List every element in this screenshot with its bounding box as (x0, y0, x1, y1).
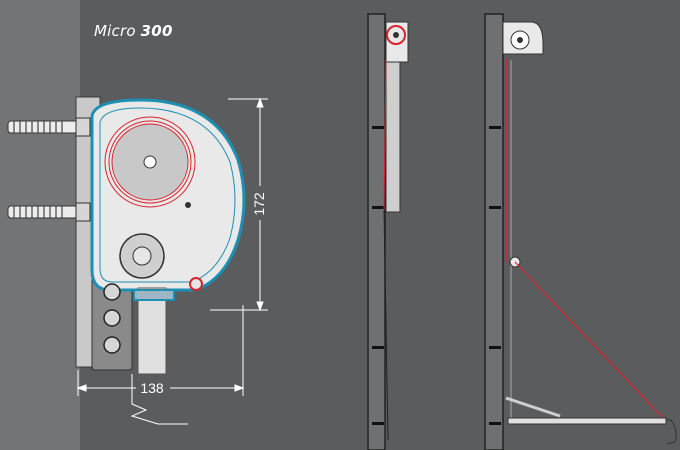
model-number: 300 (140, 22, 173, 40)
bracket-hole (103, 283, 121, 301)
spring-roll-icon (104, 116, 196, 208)
width-dimension-label: 138 (140, 380, 164, 396)
anchor-bolt-icon (7, 117, 91, 137)
housing-inner-contour (99, 107, 236, 283)
side-view-closed (367, 13, 409, 450)
bracket-hole (103, 336, 121, 354)
product-title: Micro 300 (94, 22, 173, 40)
cross-section-view: 172 138 (7, 96, 268, 425)
bracket-hole (103, 309, 121, 327)
anchor-bolt-icon (7, 202, 91, 222)
mounting-wall (0, 0, 80, 450)
height-dimension-label: 172 (251, 192, 267, 216)
model-name: Micro (94, 22, 136, 40)
lead-rail (137, 287, 167, 375)
side-view-extended (484, 13, 677, 450)
